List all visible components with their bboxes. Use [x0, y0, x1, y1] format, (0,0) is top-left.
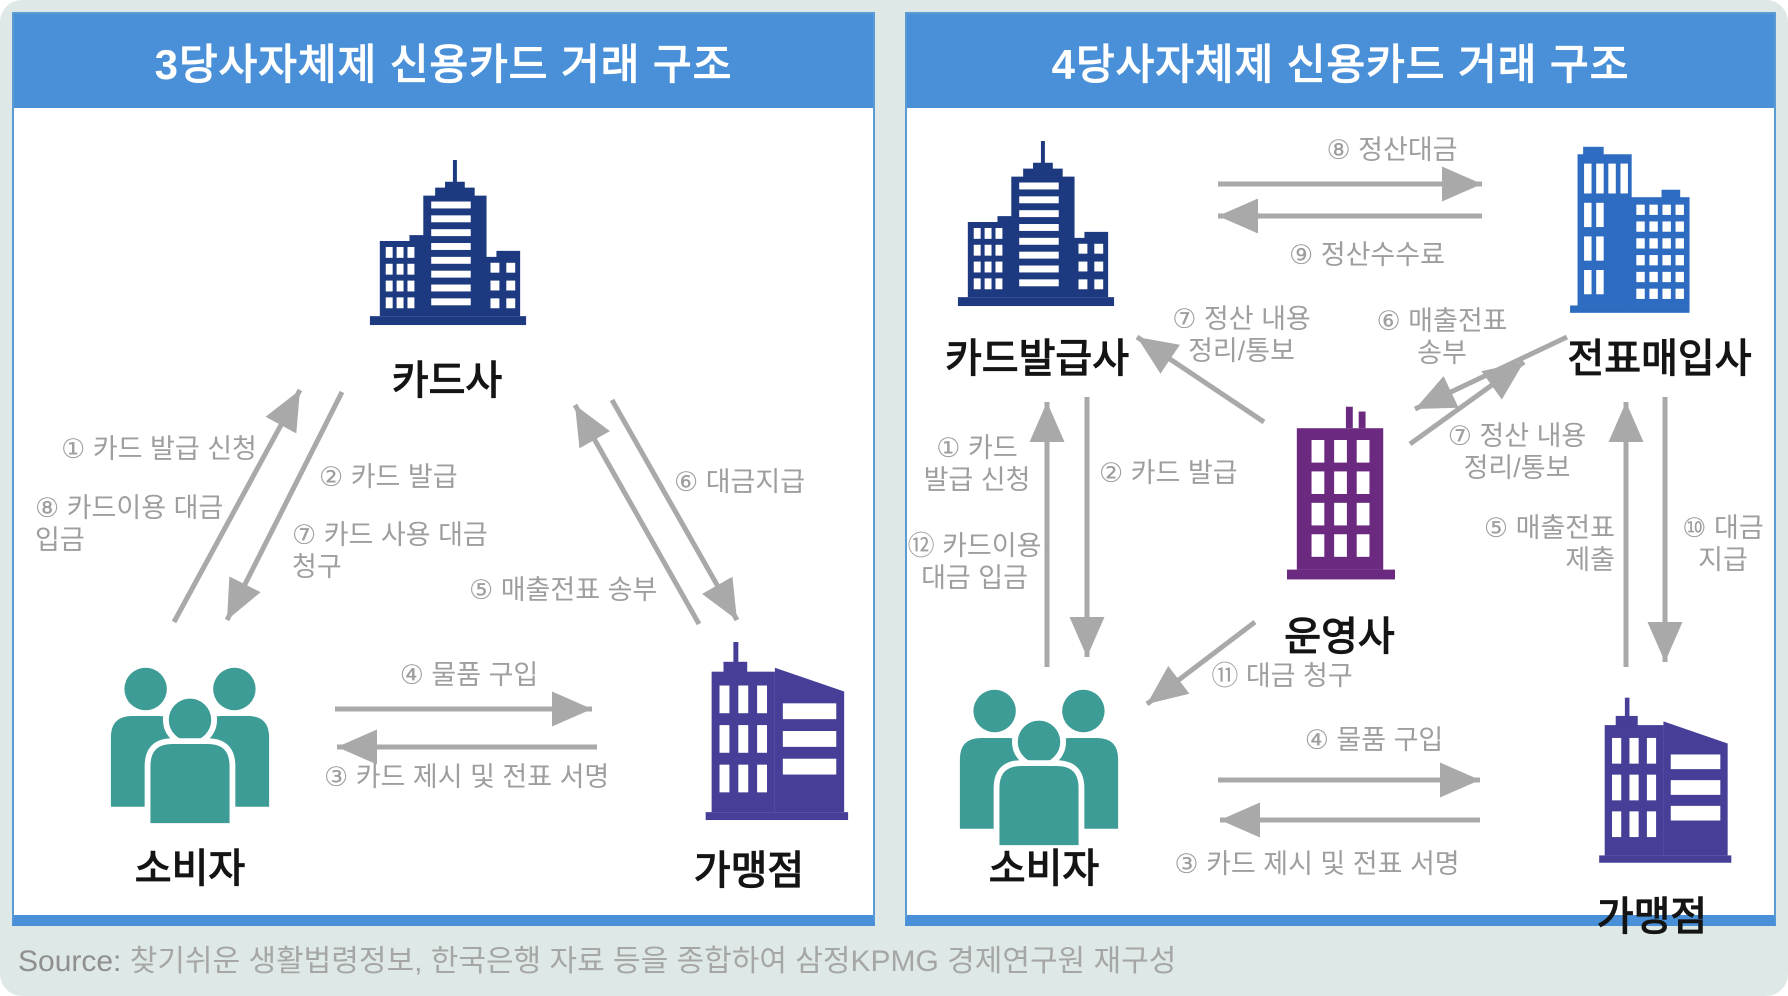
flow-label-deposit: ⑧ 카드이용 대금 입금	[35, 493, 224, 555]
panel-4-party-arrows	[1029, 166, 1683, 838]
merchant-building-icon	[682, 642, 854, 824]
flow-label-deposit: ⑫ 카드이용 대금 입금	[907, 531, 1042, 593]
flow-label-settle-notify-issuer: ⑦ 정산 내용 정리/통보	[1172, 304, 1311, 366]
arrow-card-apply-up	[171, 388, 303, 624]
flow-label-purchase: ④ 물품 구입	[399, 660, 539, 690]
arrow-payment-down	[609, 398, 740, 622]
merchant-label: 가맹점	[693, 849, 805, 893]
card-issuer-building-icon	[952, 140, 1120, 312]
arrow-card-issue-down	[224, 390, 345, 622]
flow-label-settlement-payment: ⑧ 정산대금	[1326, 135, 1458, 165]
flow-label-slip-submit: ⑤ 매출전표 제출	[1483, 513, 1615, 575]
source-line: Source: 찾기쉬운 생활법령정보, 한국은행 자료 등을 종합하여 삼정K…	[18, 936, 1176, 980]
flow-label-slip-send: ⑤ 매출전표 송부	[469, 575, 658, 605]
panel-3-party: 3당사자체제 신용카드 거래 구조 카드사 소비자	[12, 12, 875, 926]
flow-label-settle-notify-acquirer: ⑦ 정산 내용 정리/통보	[1447, 421, 1587, 483]
flow-label-card-present: ③ 카드 제시 및 전표 서명	[1174, 849, 1460, 879]
operator-building-icon	[1287, 405, 1395, 583]
flow-label-apply: ① 카드 발급 신청	[61, 434, 257, 464]
card-issuer-label: 카드발급사	[945, 337, 1129, 381]
flow-label-payment: ⑥ 대금지급	[674, 467, 806, 497]
source-text: 찾기쉬운 생활법령정보, 한국은행 자료 등을 종합하여 삼정KPMG 경제연구…	[129, 945, 1177, 978]
flow-label-apply: ① 카드 발급 신청	[923, 433, 1031, 495]
merchant-label: 가맹점	[1596, 895, 1708, 939]
flow-label-slip-send: ⑥ 매출전표 송부	[1376, 306, 1508, 368]
flow-label-bill: ⑦ 카드 사용 대금 청구	[292, 520, 488, 582]
panel-3-party-arrows	[171, 388, 740, 765]
flow-label-purchase: ④ 물품 구입	[1304, 725, 1444, 755]
panel-3-party-title: 3당사자체제 신용카드 거래 구조	[14, 14, 873, 108]
consumer-label: 소비자	[988, 847, 1100, 891]
flow-label-issue: ② 카드 발급	[1099, 458, 1238, 488]
consumer-people-icon	[951, 684, 1127, 848]
flow-label-card-present: ③ 카드 제시 및 전표 서명	[324, 762, 610, 792]
operator-label: 운영사	[1284, 615, 1395, 659]
panel-4-party: 4당사자체제 신용카드 거래 구조	[905, 12, 1776, 939]
panel-4-party-title: 4당사자체제 신용카드 거래 구조	[907, 14, 1774, 108]
arrow-settle-notify-issuer	[1135, 334, 1266, 425]
arrow-settle-notify-acquirer	[1408, 359, 1526, 447]
merchant-building-icon	[1579, 690, 1735, 874]
card-company-label: 카드사	[391, 359, 503, 403]
flow-label-issue: ② 카드 발급	[319, 462, 458, 492]
arrow-bill-consumer	[1145, 620, 1257, 706]
source-prefix: Source:	[18, 945, 122, 978]
flow-label-settlement-fee: ⑨ 정산수수료	[1289, 240, 1445, 270]
flow-label-pay-merchant: ⑩ 대금 지급	[1682, 513, 1764, 575]
consumer-people-icon	[102, 662, 278, 826]
consumer-label: 소비자	[134, 847, 246, 891]
slip-acquirer-building-icon	[1557, 136, 1697, 320]
slip-acquirer-label: 전표매입사	[1567, 337, 1752, 381]
card-company-building-icon	[364, 159, 532, 331]
arrow-slip-send-up	[572, 403, 702, 626]
flow-label-bill: ⑪ 대금 청구	[1211, 661, 1353, 691]
